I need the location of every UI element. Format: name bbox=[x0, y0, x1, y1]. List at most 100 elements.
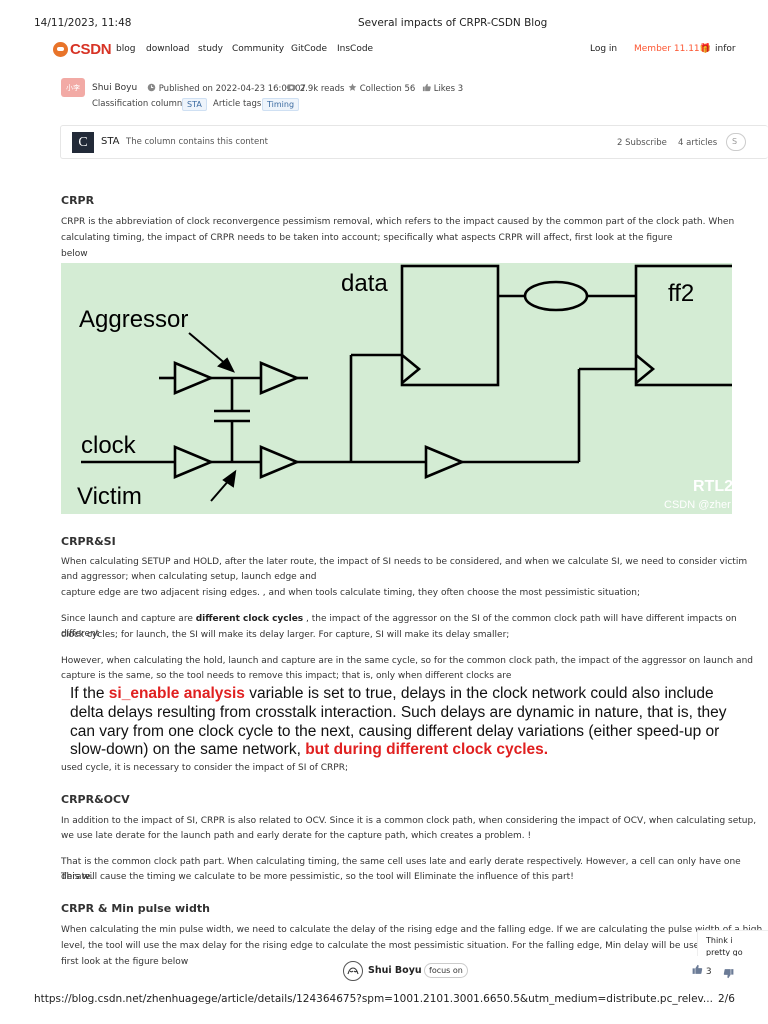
nav-link-inscode[interactable]: InsCode bbox=[337, 44, 374, 54]
crpr-circuit-figure: data ff2 Aggressor clock Victim RTL2 CSD… bbox=[61, 263, 732, 514]
floating-like-button[interactable]: 3 bbox=[691, 964, 712, 977]
section-title-crpr-min-pulse: CRPR & Min pulse width bbox=[61, 902, 210, 915]
print-page-number: 2/6 bbox=[718, 993, 735, 1005]
nav-link-study[interactable]: study bbox=[198, 44, 223, 54]
label-ff2: ff2 bbox=[668, 280, 694, 307]
paragraph-line: When calculating SETUP and HOLD, after t… bbox=[61, 557, 748, 567]
side-tip-line: pretty go bbox=[706, 948, 743, 957]
paragraph-line: Since launch and capture are different c… bbox=[61, 614, 737, 639]
subscribe-button[interactable]: S bbox=[726, 133, 746, 151]
label-victim: Victim bbox=[77, 483, 142, 510]
floating-author-name[interactable]: Shui Boyu bbox=[368, 965, 422, 976]
paragraph-line: level, the tool will use the max delay f… bbox=[61, 941, 708, 951]
paragraph-line: capture is the same, so the tool needs t… bbox=[61, 671, 512, 681]
data-ff-box bbox=[400, 264, 500, 387]
nav-link-gitcode[interactable]: GitCode bbox=[291, 44, 328, 54]
thumbs-down-icon bbox=[723, 969, 734, 979]
paragraph-line: below bbox=[61, 249, 88, 259]
publish-info: Published on 2022-04-23 16:03:07 bbox=[147, 83, 306, 94]
nav-link-blog[interactable]: blog bbox=[116, 44, 136, 54]
si-quote-image: If the si_enable analysis variable is se… bbox=[61, 683, 732, 761]
print-datetime: 14/11/2023, 11:48 bbox=[34, 17, 132, 29]
eye-icon bbox=[286, 84, 297, 91]
clock-icon bbox=[147, 83, 156, 92]
label-clock: clock bbox=[81, 432, 137, 459]
combo-logic-ellipse bbox=[523, 280, 589, 312]
classification-label: Classification column: bbox=[92, 99, 186, 109]
paragraph-line: used cycle, it is necessary to consider … bbox=[61, 763, 349, 773]
paragraph-line: CRPR is the abbreviation of clock reconv… bbox=[61, 217, 735, 227]
floating-author-bar: Shui Boyu focus on 3 bbox=[335, 956, 768, 988]
nav-link-download[interactable]: download bbox=[146, 44, 190, 54]
paragraph-line: calculating timing, the impact of CRPR n… bbox=[61, 233, 673, 243]
clock-buffer-1 bbox=[173, 445, 215, 479]
quote-line: slow-down) on the same network, but duri… bbox=[70, 741, 549, 758]
section-title-crpr-ocv: CRPR&OCV bbox=[61, 793, 130, 806]
info-link[interactable]: infor bbox=[715, 44, 736, 54]
data-ff-clock-notch bbox=[401, 353, 422, 385]
paragraph-line: clock cycles; for launch, the SI will ma… bbox=[61, 630, 510, 640]
floating-dislike-button[interactable] bbox=[723, 964, 735, 983]
classification-tag[interactable]: STA bbox=[182, 98, 207, 111]
side-tip-line: Think i bbox=[706, 936, 733, 945]
clock-buffer-2 bbox=[259, 445, 301, 479]
column-thumbnail: C bbox=[72, 132, 94, 153]
label-data: data bbox=[341, 270, 388, 297]
collection-count: Collection 56 bbox=[359, 84, 416, 94]
paragraph-line: we use late derate for the launch path a… bbox=[61, 831, 532, 841]
likes-info[interactable]: Likes 3 bbox=[422, 83, 463, 94]
clock-buffer-3 bbox=[424, 445, 466, 479]
thumbs-up-icon bbox=[692, 964, 703, 974]
paragraph-line: This will cause the timing we calculate … bbox=[61, 872, 574, 882]
print-url: https://blog.csdn.net/zhenhuagege/articl… bbox=[34, 993, 713, 1005]
ff2-box bbox=[634, 264, 732, 387]
paragraph-line: That is the common clock path part. When… bbox=[61, 857, 741, 882]
quote-line: can vary from one clock cycle to the nex… bbox=[70, 723, 720, 740]
aggressor-buffer-2 bbox=[259, 361, 301, 395]
column-subscribe-count: 2 Subscribe bbox=[617, 138, 667, 148]
author-avatar[interactable]: 小李 bbox=[61, 78, 85, 97]
paragraph-line: However, when calculating the hold, laun… bbox=[61, 656, 753, 666]
column-description: The column contains this content bbox=[126, 137, 268, 147]
floating-like-count: 3 bbox=[705, 967, 712, 977]
column-title[interactable]: STA bbox=[101, 136, 120, 147]
article-tag[interactable]: Timing bbox=[262, 98, 300, 111]
reads-count: 2.9k reads bbox=[299, 84, 345, 94]
author-avatar-small[interactable] bbox=[343, 961, 363, 981]
avatar-doodle-icon bbox=[347, 967, 359, 975]
print-page-title: Several impacts of CRPR-CSDN Blog bbox=[358, 17, 548, 29]
paragraph-line: In addition to the impact of SI, CRPR is… bbox=[61, 816, 757, 826]
author-name[interactable]: Shui Boyu bbox=[92, 83, 138, 93]
watermark-rtl: RTL2 bbox=[693, 478, 732, 495]
watermark-csdn: CSDN @zher bbox=[664, 499, 731, 511]
focus-button[interactable]: focus on bbox=[424, 963, 468, 978]
label-aggressor: Aggressor bbox=[79, 306, 188, 333]
article-tags-label: Article tags: bbox=[213, 99, 265, 109]
csdn-mascot-icon bbox=[53, 42, 68, 57]
collection-info[interactable]: Collection 56 bbox=[348, 83, 415, 94]
paragraph-line: When calculating the min pulse width, we… bbox=[61, 925, 763, 935]
ff2-clock-notch bbox=[635, 353, 656, 385]
logo-text: CSDN bbox=[70, 41, 112, 58]
column-articles-count: 4 articles bbox=[678, 138, 718, 148]
top-nav: CSDN blog download study Community GitCo… bbox=[0, 36, 768, 64]
paragraph-line: and aggressor; when calculating setup, l… bbox=[61, 572, 317, 582]
thumbs-up-icon bbox=[422, 83, 431, 92]
section-title-crpr-si: CRPR&SI bbox=[61, 535, 116, 548]
circuit-diagram: data ff2 Aggressor clock Victim RTL2 CSD… bbox=[77, 264, 732, 511]
csdn-logo[interactable]: CSDN bbox=[53, 41, 112, 58]
likes-count: Likes 3 bbox=[433, 84, 464, 94]
publish-date: Published on 2022-04-23 16:03:07 bbox=[158, 84, 306, 94]
star-icon bbox=[348, 83, 357, 91]
nav-link-community[interactable]: Community bbox=[232, 44, 285, 54]
login-link[interactable]: Log in bbox=[590, 44, 618, 54]
quote-line: delta delays resulting from crosstalk in… bbox=[70, 704, 727, 721]
column-card[interactable]: C STA The column contains this content 2… bbox=[60, 125, 768, 159]
paragraph-line: first look at the figure below bbox=[61, 957, 189, 967]
section-title-crpr: CRPR bbox=[61, 194, 95, 207]
paragraph-line: capture edge are two adjacent rising edg… bbox=[61, 588, 640, 598]
member-link[interactable]: Member 11.11🎁 bbox=[634, 44, 711, 54]
reads-info: 2.9k reads bbox=[286, 83, 344, 94]
aggressor-buffer-1 bbox=[173, 361, 215, 395]
quote-line: If the si_enable analysis variable is se… bbox=[70, 685, 714, 702]
